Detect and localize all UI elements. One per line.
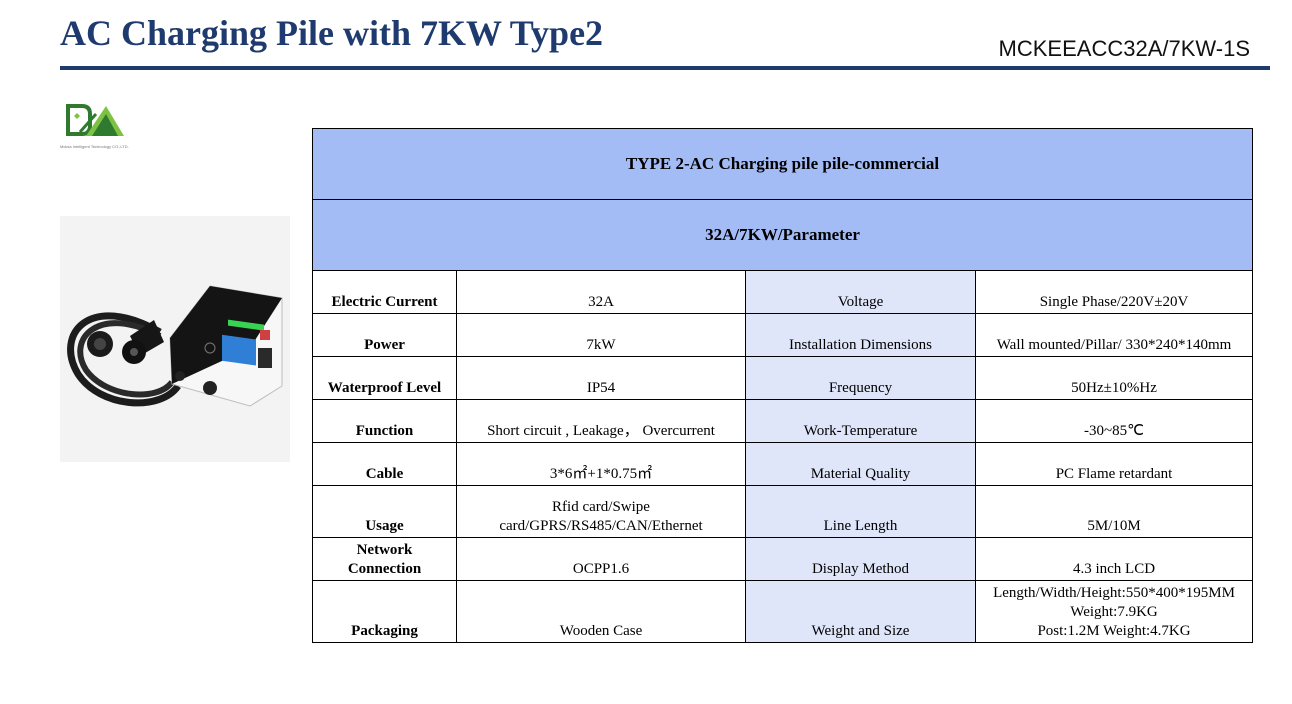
title-divider [60, 66, 1270, 70]
cell-line: Cable [365, 466, 404, 482]
table-row: Cable 3*6㎡+1*0.75㎡ Material Quality PC Flam… [312, 442, 1254, 486]
table-banner-subtitle: 32A/7KW/Parameter [311, 199, 1254, 271]
cell-line: 50Hz±10%Hz [1071, 380, 1157, 396]
cell-line: -30~85℃ [1084, 423, 1144, 439]
cell-line: Line Length [823, 518, 898, 534]
spec-value: 7kW [456, 313, 746, 357]
table-row: Usage Rfid card/Swipe card/GPRS/RS485/CAN/… [312, 485, 1254, 538]
cell-line: Short circuit , Leakage， Overcurrent [487, 423, 715, 439]
cell-line: IP54 [586, 380, 616, 396]
spec-label: Packaging [312, 580, 457, 643]
cell-line: Wall mounted/Pillar/ 330*240*140mm [996, 337, 1232, 353]
spec-param-label: Frequency [745, 356, 976, 400]
spec-value: IP54 [456, 356, 746, 400]
spec-param-label: Installation Dimensions [745, 313, 976, 357]
cell-line: Single Phase/220V±20V [1039, 294, 1189, 310]
cell-line: Length/Width/Height:550*400*195MM [993, 585, 1235, 601]
spec-param-label: Line Length [745, 485, 976, 538]
table-row: Function Short circuit , Leakage， Overcur… [312, 399, 1254, 443]
cell-line: OCPP1.6 [572, 561, 630, 577]
cell-line: Connection [347, 561, 422, 577]
table-banner-title: TYPE 2-AC Charging pile pile-commercial [311, 128, 1254, 200]
spec-label: Usage [312, 485, 457, 538]
cell-line: Network [356, 542, 413, 558]
cell-line: Electric Current [331, 294, 438, 310]
spec-param-label: Voltage [745, 270, 976, 314]
cell-line: Waterproof Level [327, 380, 442, 396]
spec-label: Cable [312, 442, 457, 486]
spec-param-value: PC Flame retardant [974, 442, 1254, 486]
spec-param-value: Wall mounted/Pillar/ 330*240*140mm [974, 313, 1254, 357]
page-title: AC Charging Pile with 7KW Type2 [60, 13, 604, 53]
spec-value: Wooden Case [456, 580, 746, 643]
spec-param-label: Work-Temperature [745, 399, 976, 443]
spec-value: Rfid card/Swipe card/GPRS/RS485/CAN/Ether… [456, 485, 746, 538]
spec-param-value: 50Hz±10%Hz [974, 356, 1254, 400]
spec-label: Function [312, 399, 457, 443]
cell-line: Weight and Size [811, 623, 910, 639]
cell-line: Post:1.2M Weight:4.7KG [1037, 623, 1191, 639]
cell-line: Frequency [828, 380, 893, 396]
cell-line: Voltage [837, 294, 884, 310]
cell-line: Material Quality [810, 466, 911, 482]
spec-value: OCPP1.6 [456, 537, 746, 581]
table-row: Packaging Wooden Case Weight and Size Lengt… [312, 580, 1254, 643]
table-row: Electric Current 32A Voltage Single Phase/2… [312, 270, 1254, 314]
spec-param-value: -30~85℃ [974, 399, 1254, 443]
spec-param-label: Material Quality [745, 442, 976, 486]
banner-row-2: 32A/7KW/Parameter [311, 199, 1254, 271]
cell-line: 3*6㎡+1*0.75㎡ [549, 466, 653, 482]
logo-mark-icon [66, 104, 124, 136]
cell-line: PC Flame retardant [1055, 466, 1173, 482]
spec-param-label: Weight and Size [745, 580, 976, 643]
cell-line: Work-Temperature [803, 423, 918, 439]
cell-line: Rfid card/Swipe [552, 499, 650, 515]
spec-table: TYPE 2-AC Charging pile pile-commercial … [311, 128, 1254, 643]
spec-value: Short circuit , Leakage， Overcurrent [456, 399, 746, 443]
product-photo [60, 216, 290, 462]
cell-line: 4.3 inch LCD [1072, 561, 1156, 577]
spec-param-value: 5M/10M [974, 485, 1254, 538]
banner-row-1: TYPE 2-AC Charging pile pile-commercial [311, 128, 1254, 200]
cell-line: Installation Dimensions [789, 337, 932, 353]
spec-param-label: Display Method [745, 537, 976, 581]
spec-label: Electric Current [312, 270, 457, 314]
cell-line: Function [355, 423, 414, 439]
spec-param-value: 4.3 inch LCD [974, 537, 1254, 581]
table-row: Waterproof Level IP54 Frequency 50Hz±10%Hz [312, 356, 1254, 400]
spec-label: Waterproof Level [312, 356, 457, 400]
cell-line: card/GPRS/RS485/CAN/Ethernet [499, 518, 703, 534]
cell-line: 32A [588, 294, 614, 310]
cell-line: 7kW [586, 337, 616, 353]
spec-label: Power [312, 313, 457, 357]
spec-param-value: Single Phase/220V±20V [974, 270, 1254, 314]
spec-value: 3*6㎡+1*0.75㎡ [456, 442, 746, 486]
model-code: MCKEEACC32A/7KW-1S [998, 36, 1250, 61]
table-row: Power 7kW Installation Dimensions Wall moun… [312, 313, 1254, 357]
cell-line: Power [364, 337, 405, 353]
company-logo: Mcksa Intelligent Technology CO.,LTD. [60, 100, 150, 156]
cell-line: Wooden Case [559, 623, 643, 639]
cell-line: Packaging [351, 623, 418, 639]
logo-subtext: Mcksa Intelligent Technology CO.,LTD. [60, 144, 129, 149]
cell-line: Display Method [811, 561, 910, 577]
cell-line: 5M/10M [1087, 518, 1141, 534]
spec-param-value: Length/Width/Height:550*400*195MM Weight:… [974, 580, 1254, 643]
spec-value: 32A [456, 270, 746, 314]
cell-line: Usage [365, 518, 404, 534]
cell-line: Weight:7.9KG [1070, 604, 1158, 620]
